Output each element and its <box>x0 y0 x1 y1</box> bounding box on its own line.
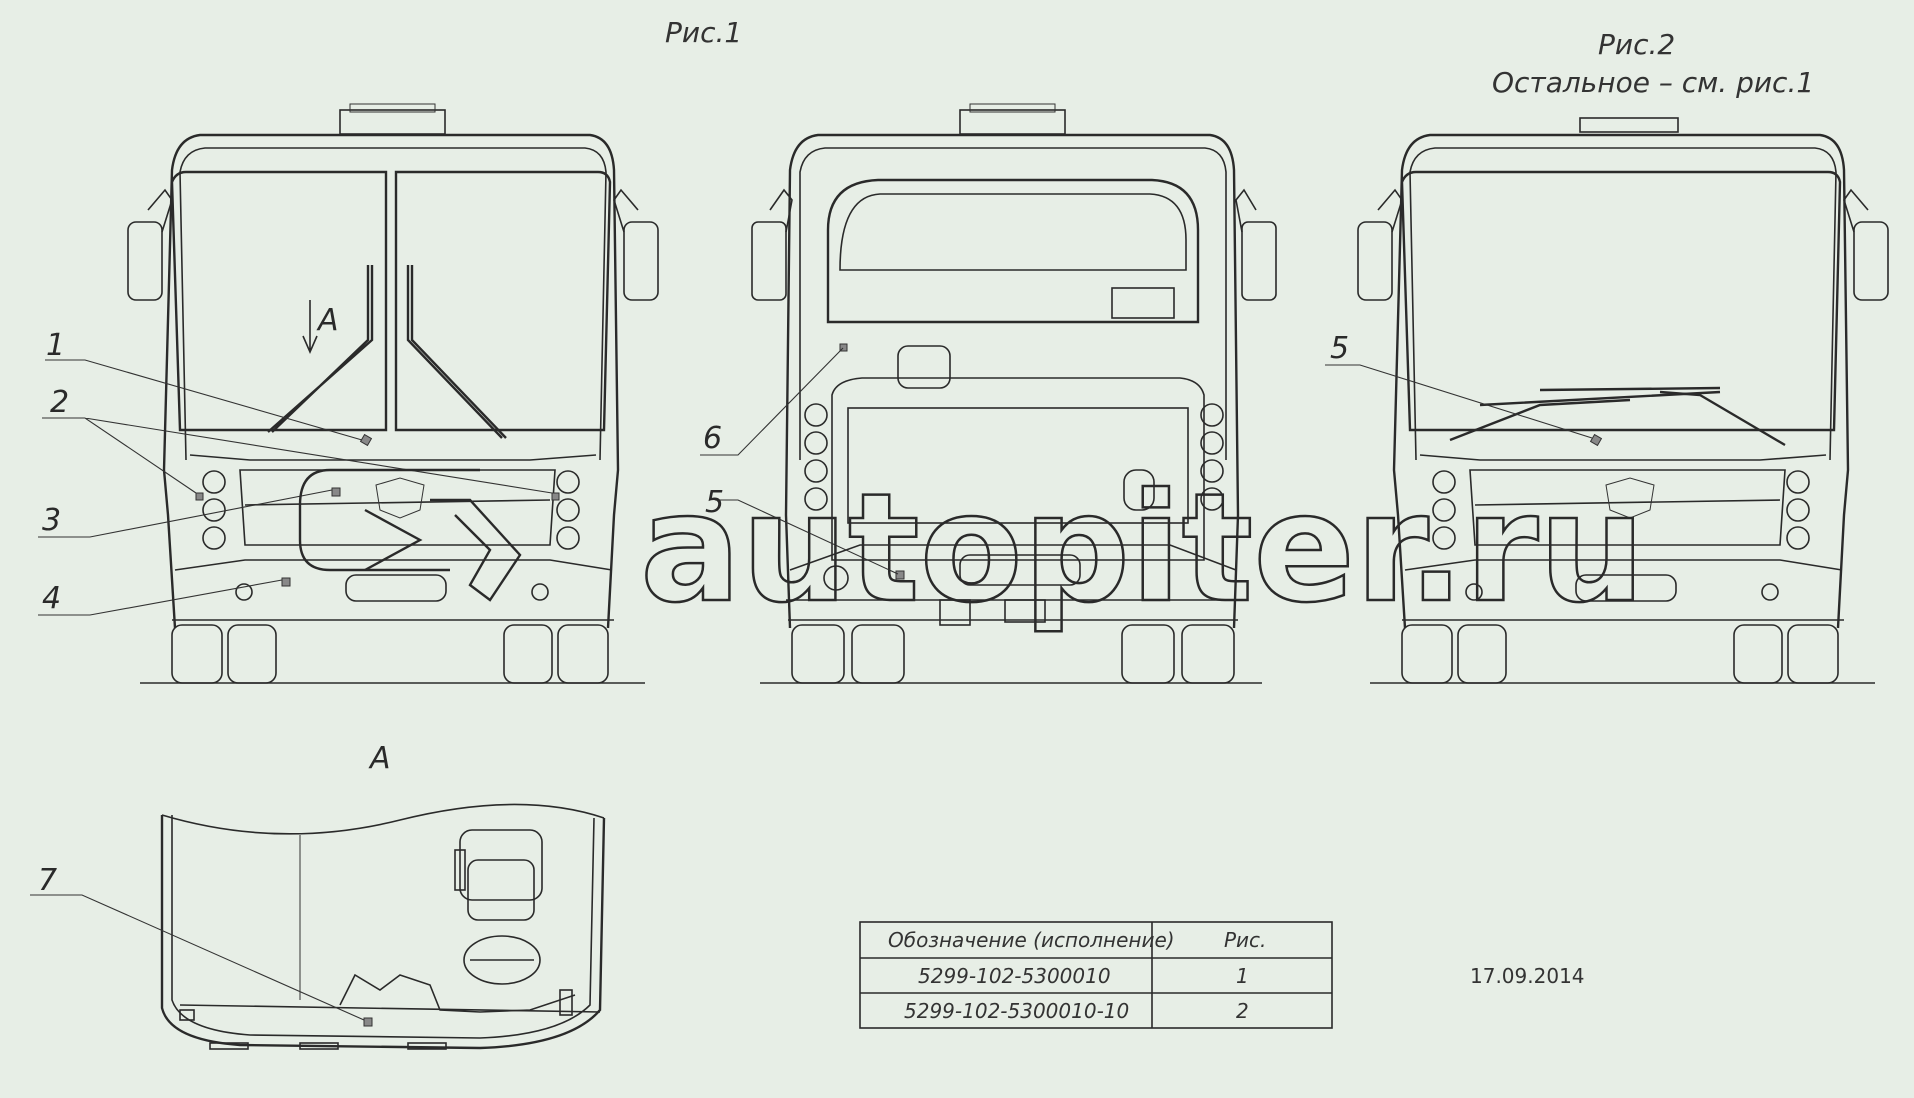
view-arrow-label: A <box>316 303 339 338</box>
bus-rear-view <box>751 103 1277 684</box>
view-a-section <box>160 803 606 1050</box>
bus-front-view-fig2 <box>1357 117 1889 684</box>
callouts-rear: 6 5 <box>700 347 899 575</box>
callout-view-a: 7 <box>30 863 365 1021</box>
callout-5-fig2: 5 <box>1330 331 1349 366</box>
table-header-designation: Обозначение (исполнение) <box>888 928 1175 952</box>
table-cell-r2c2: 2 <box>1236 999 1249 1023</box>
callout-1: 2 <box>50 385 69 420</box>
designation-table: Обозначение (исполнение) Рис. 5299-102-5… <box>859 921 1333 1029</box>
watermark-logo <box>298 468 522 602</box>
table-header-fig: Рис. <box>1224 928 1266 952</box>
callout-6: 6 <box>703 421 722 456</box>
fig1-title: Рис.1 <box>665 16 742 49</box>
fig2-title: Рис.2 <box>1598 28 1675 61</box>
callout-4: 5 <box>705 485 724 520</box>
view-a-title: A <box>368 741 391 776</box>
table-cell-r1c2: 1 <box>1236 964 1249 988</box>
fig2-note: Остальное – см. рис.1 <box>1492 66 1814 99</box>
watermark-text: autopiter.ru <box>640 462 1645 636</box>
callout-7: 7 <box>38 863 57 898</box>
callout-3: 4 <box>42 581 61 616</box>
callout-2: 3 <box>42 503 61 538</box>
callouts-fig2: 5 <box>1325 331 1593 439</box>
table-cell-r2c1: 5299-102-5300010-10 <box>904 999 1129 1023</box>
callout-5: 1 <box>46 328 65 363</box>
bus-front-view-fig1: A <box>127 103 659 684</box>
table-cell-r1c1: 5299-102-5300010 <box>918 964 1111 988</box>
drawing-date: 17.09.2014 <box>1470 964 1585 988</box>
callouts-fig1: 1 2 3 4 <box>38 328 553 616</box>
